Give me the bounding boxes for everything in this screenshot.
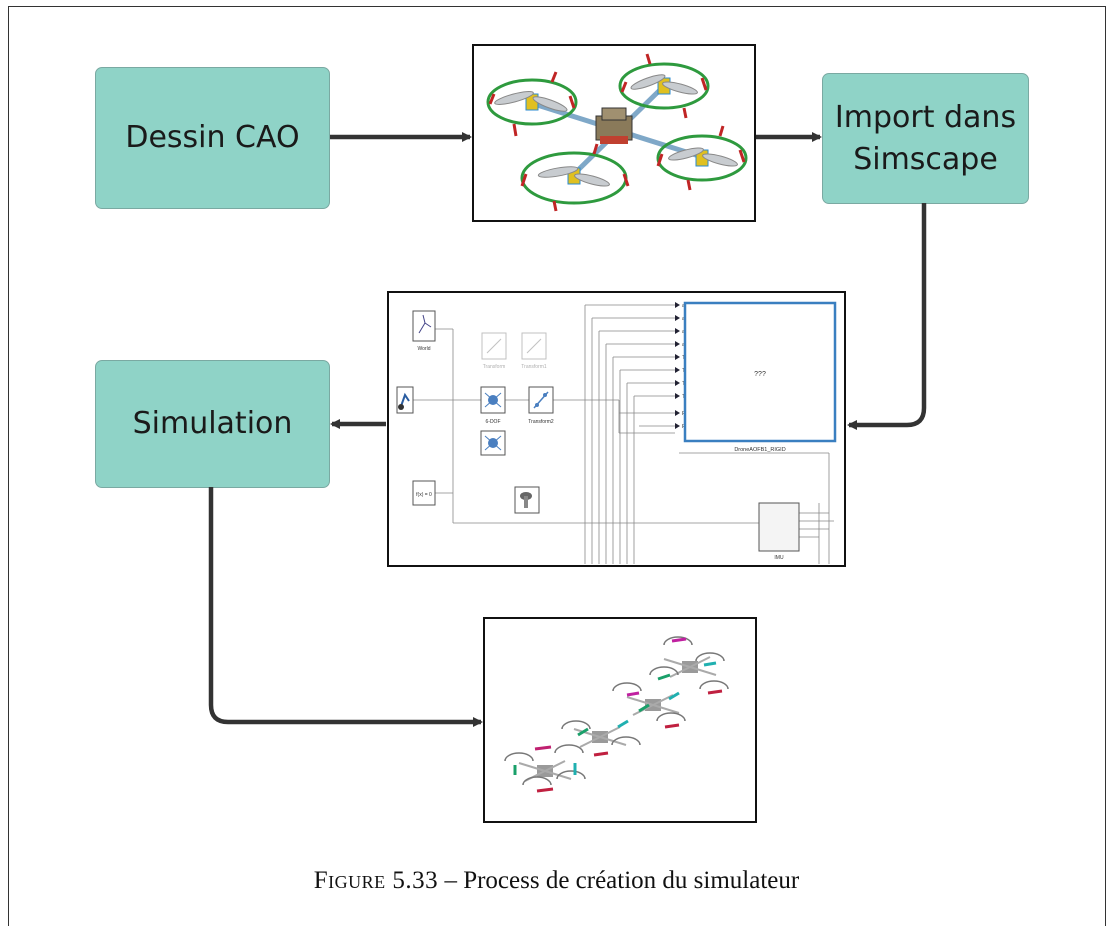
figure-frame: [8, 6, 1106, 926]
figure-number: Figure 5.33: [313, 867, 439, 894]
caption-text: Process de création du simulateur: [463, 867, 800, 894]
node-import-line2: Simscape: [853, 141, 998, 177]
transform1-label: Transform1: [521, 364, 547, 370]
cad-drone-image: [472, 44, 756, 222]
imu-block: [758, 502, 800, 552]
node-dessin-cao: Dessin CAO: [95, 67, 330, 209]
drone-subsystem-label: ???: [754, 371, 766, 378]
imu-label: IMU: [774, 555, 784, 561]
transform-label: Transform: [483, 364, 506, 370]
node-dessin-cao-label: Dessin CAO: [125, 120, 300, 155]
node-simulation: Simulation: [95, 360, 330, 488]
simulink-model-image: a1 a2 a3 a4 T1 T2 T3 T4 F F1 ??? DroneAO…: [387, 291, 846, 567]
node-simulation-label: Simulation: [132, 406, 293, 441]
drone-subsystem-block: [683, 301, 837, 443]
node-import-simscape: Import dans Simscape: [822, 73, 1029, 204]
simulation-result-image: [483, 617, 757, 823]
transform2-label: Transform2: [528, 419, 554, 425]
drone-subsystem-name: DroneAOFB1_RIGID: [734, 447, 785, 453]
sixdof-label: 6-DOF: [486, 419, 501, 425]
world-label: World: [418, 346, 431, 352]
node-import-line1: Import dans: [834, 99, 1017, 135]
fx-label: f(x) = 0: [416, 492, 432, 498]
caption-separator: –: [444, 867, 457, 894]
figure-caption: Figure 5.33 – Process de création du sim…: [0, 867, 1113, 895]
